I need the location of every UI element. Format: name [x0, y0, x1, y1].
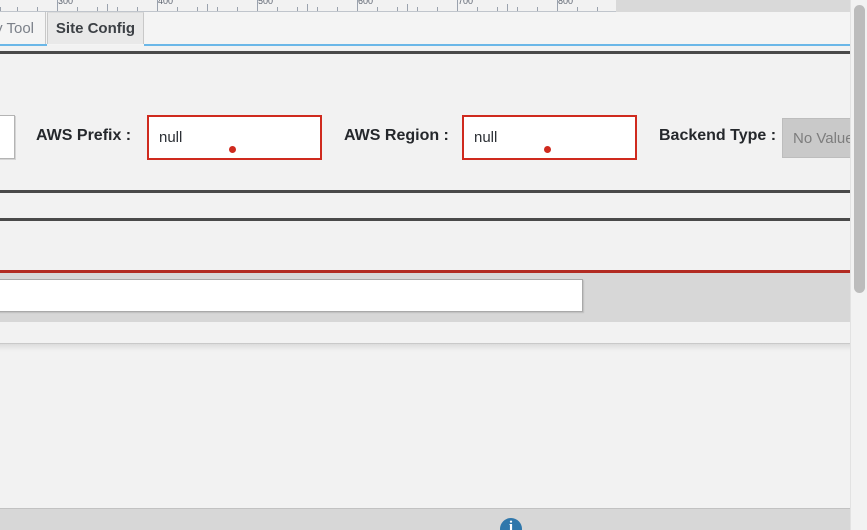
- ruler-label-600: 600: [358, 0, 374, 6]
- tab-bar: y Tool Site Config: [0, 12, 851, 45]
- ruler-label-800: 800: [558, 0, 574, 6]
- site-config-form-panel: [0, 54, 851, 190]
- tab-site-config-label: Site Config: [55, 20, 136, 37]
- ruler-inactive-area: [616, 0, 851, 12]
- secondary-band-divider: [0, 218, 851, 221]
- tab-site-config[interactable]: Site Config: [47, 12, 144, 44]
- secondary-band: [0, 193, 851, 218]
- error-divider: [0, 270, 851, 273]
- truncated-left-input[interactable]: [0, 115, 15, 159]
- ruler-label-400: 400: [158, 0, 174, 6]
- vertical-scrollbar[interactable]: [850, 0, 867, 530]
- ruler-label-700: 700: [458, 0, 474, 6]
- aws-prefix-label: AWS Prefix :: [36, 127, 132, 144]
- tab-accent-underline-right: [144, 44, 851, 46]
- tab-query-tool[interactable]: y Tool: [0, 12, 46, 44]
- tab-query-tool-label: y Tool: [0, 19, 34, 37]
- content-area: [0, 322, 851, 508]
- content-area-shadow: [0, 344, 851, 353]
- backend-type-label: Backend Type :: [659, 127, 777, 144]
- panel-bottom-divider: [0, 190, 851, 193]
- horizontal-ruler: 300 400 500 600 700 800: [0, 0, 616, 12]
- ruler-label-500: 500: [258, 0, 274, 6]
- info-icon[interactable]: i: [500, 518, 522, 530]
- aws-prefix-input[interactable]: null: [147, 115, 322, 160]
- tabbar-bottom-divider: [0, 51, 851, 54]
- aws-region-input[interactable]: null: [462, 115, 637, 160]
- aws-region-value: null: [474, 129, 498, 146]
- info-icon-glyph: i: [508, 519, 514, 530]
- aws-region-required-marker: [544, 146, 551, 153]
- ruler-label-300: 300: [58, 0, 74, 6]
- status-bar: [0, 508, 851, 530]
- vertical-scrollbar-thumb[interactable]: [854, 5, 865, 293]
- backend-type-value: No Value: [793, 129, 854, 147]
- aws-prefix-required-marker: [229, 146, 236, 153]
- aws-prefix-value: null: [159, 129, 183, 146]
- tab-accent-underline-left: [0, 44, 47, 46]
- ruler-baseline: [0, 11, 616, 12]
- aws-region-label: AWS Region :: [344, 127, 449, 144]
- content-area-topline: [0, 343, 851, 344]
- message-input[interactable]: [0, 279, 583, 312]
- tertiary-band: [0, 221, 851, 270]
